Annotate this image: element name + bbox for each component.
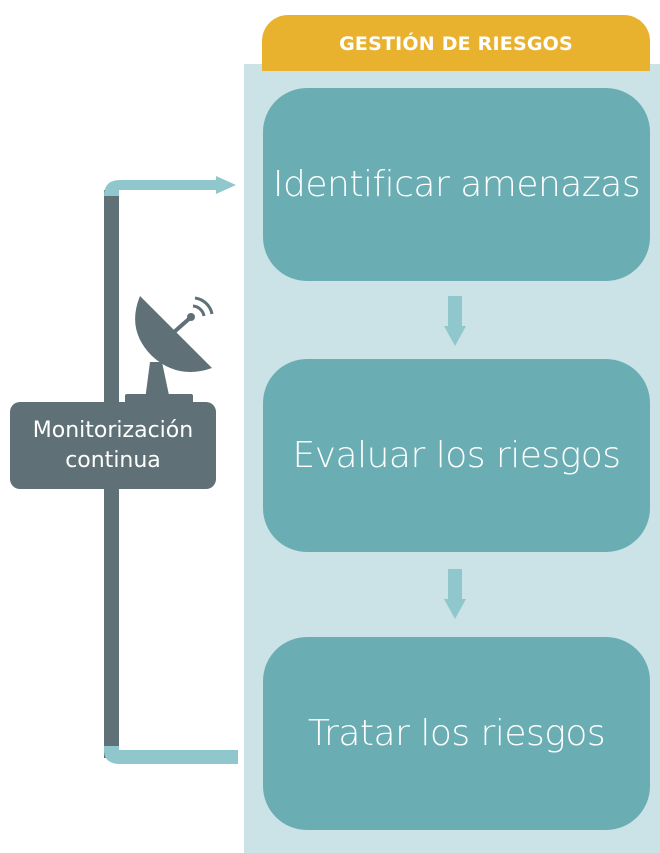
down-arrow xyxy=(444,569,466,619)
step-label: Identificar amenazas xyxy=(272,164,641,205)
step-label: Tratar los riesgos xyxy=(307,713,606,754)
satellite-dish-icon xyxy=(125,296,214,404)
step-identify-threats: Identificar amenazas xyxy=(263,88,650,281)
step-treat-risks: Tratar los riesgos xyxy=(263,637,650,830)
continuous-monitoring-box: Monitorización continua xyxy=(10,402,216,489)
monitor-label-line1: Monitorización xyxy=(32,417,194,443)
loop-bottom-connector xyxy=(104,746,238,764)
step-label: Evaluar los riesgos xyxy=(292,435,621,476)
panel-header: GESTIÓN DE RIESGOS xyxy=(262,15,650,71)
panel-title: GESTIÓN DE RIESGOS xyxy=(339,33,573,55)
down-arrow xyxy=(444,296,466,346)
step-evaluate-risks: Evaluar los riesgos xyxy=(263,359,650,552)
loop-top-connector xyxy=(104,176,236,196)
monitor-label-line2: continua xyxy=(65,447,161,473)
